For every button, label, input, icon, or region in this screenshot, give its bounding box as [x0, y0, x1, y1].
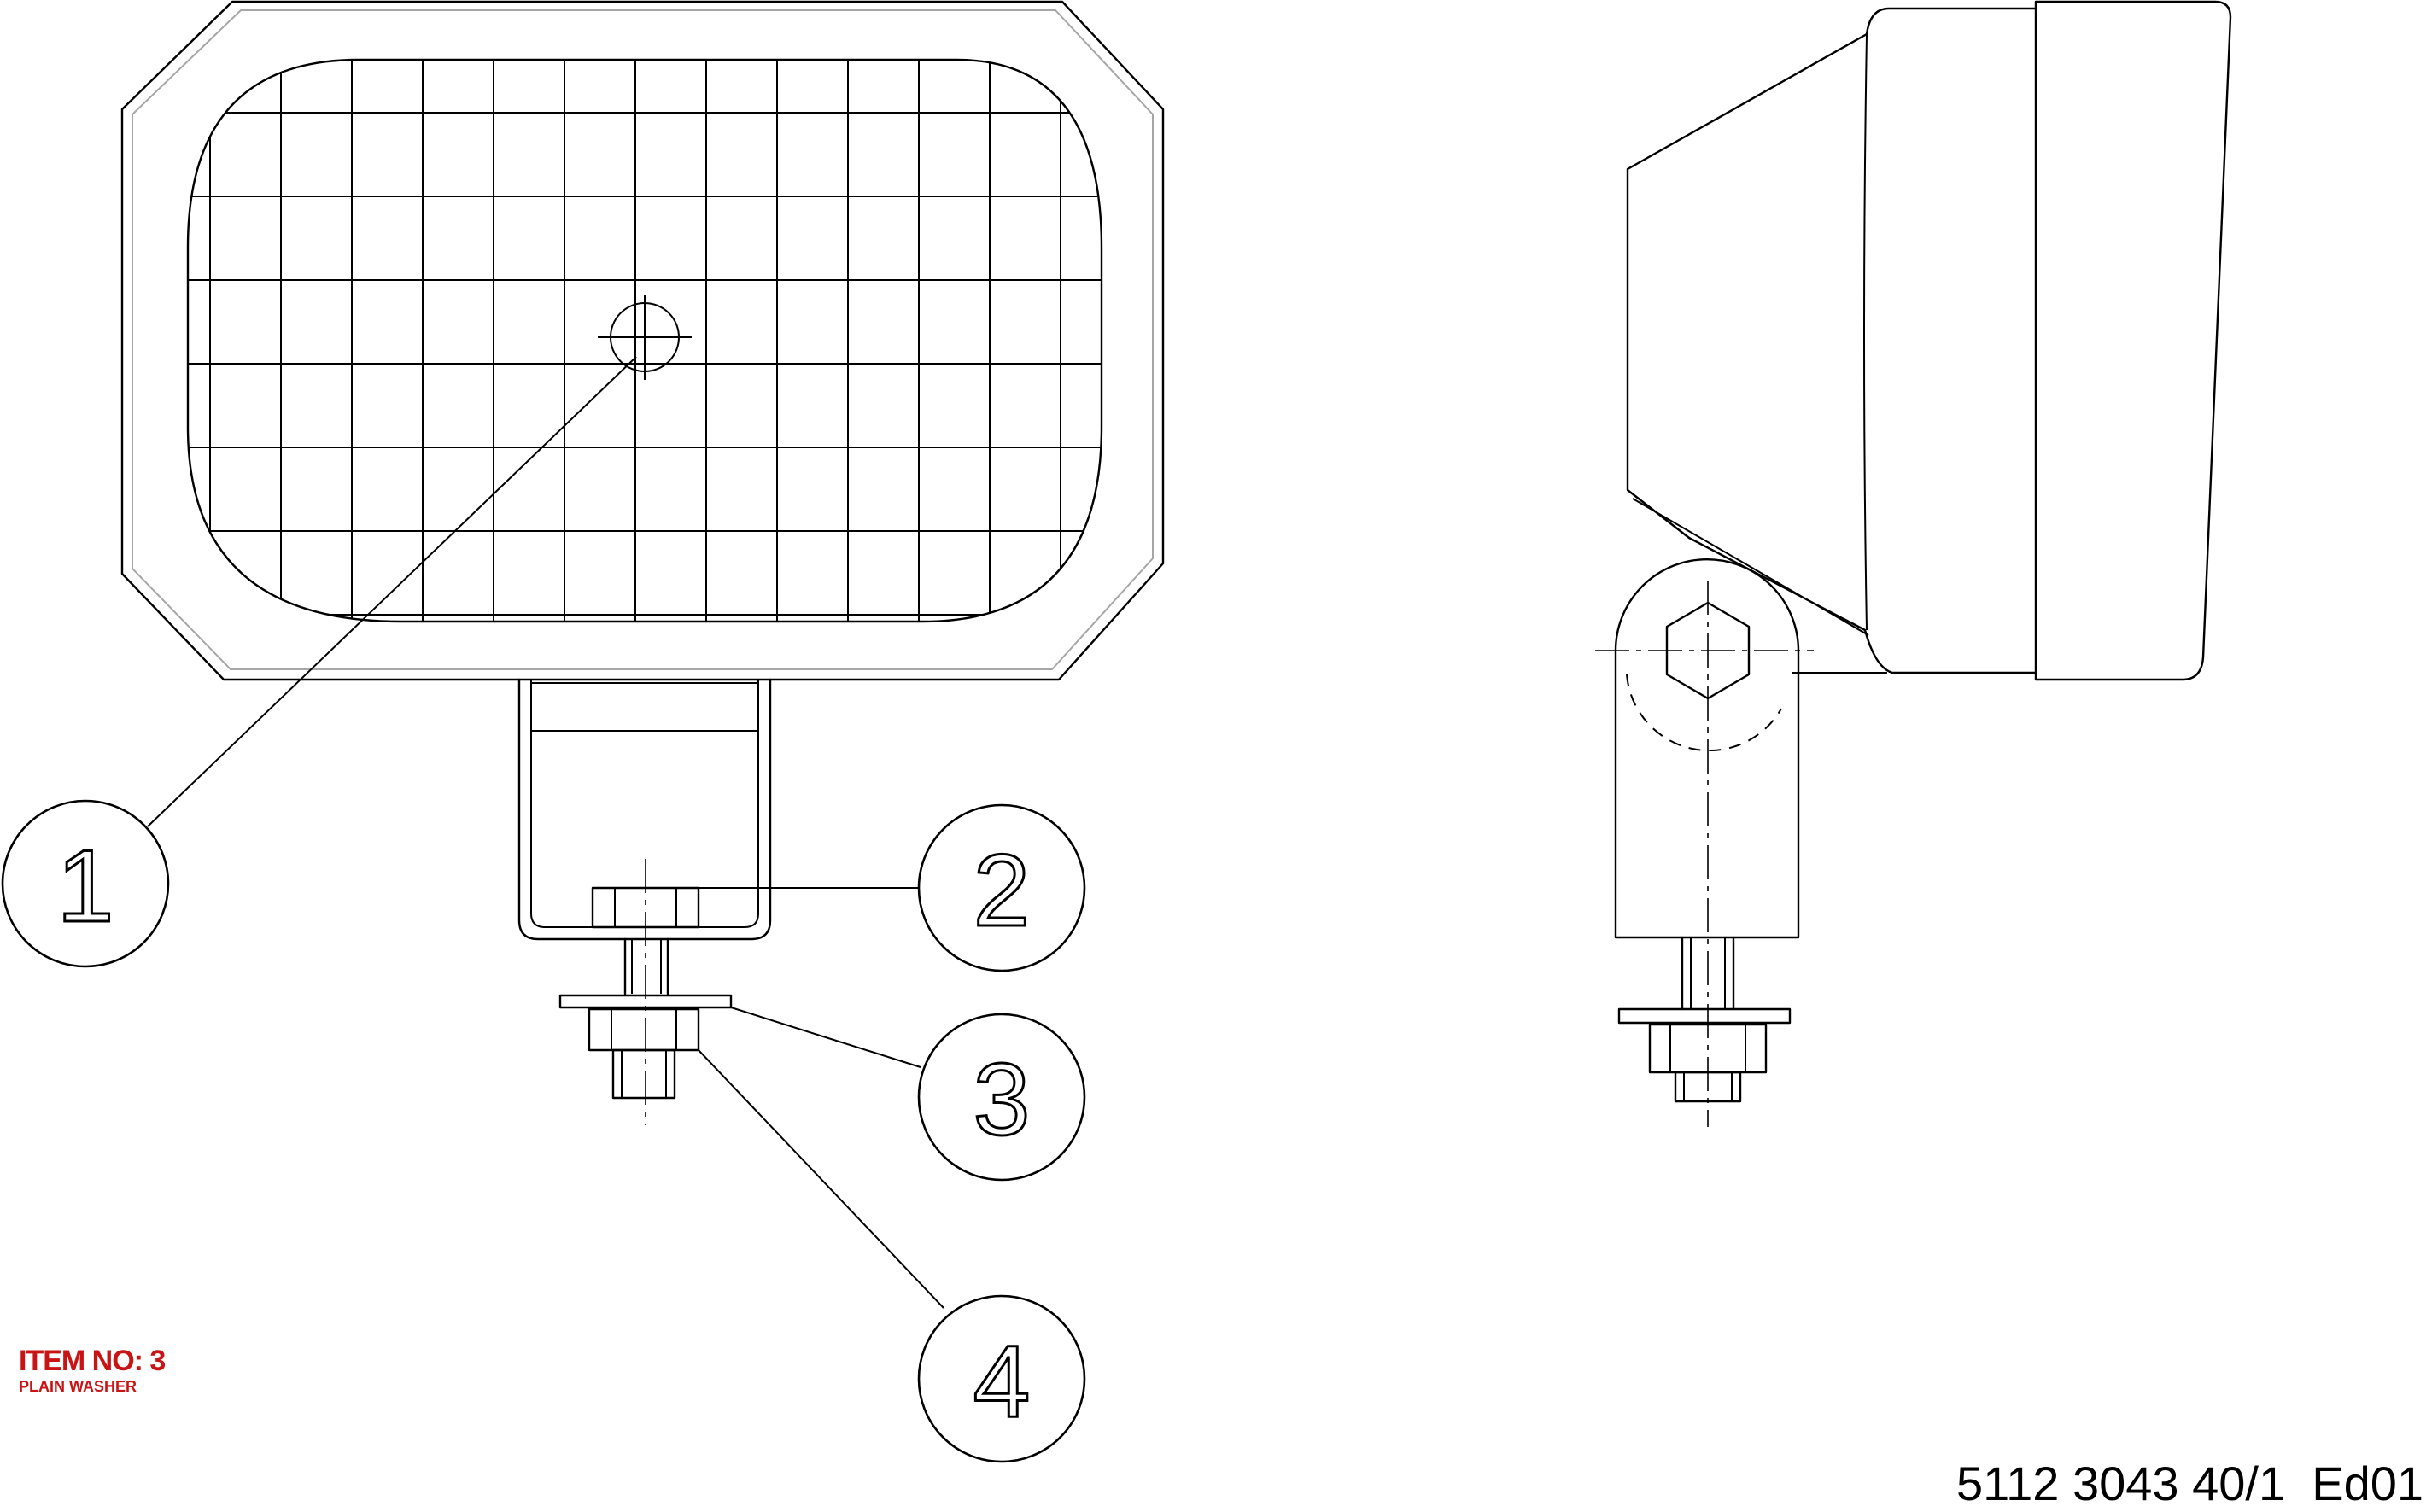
lamp-bezel-side: [2034, 0, 2232, 681]
callout-1: 1: [1, 799, 170, 968]
callout-4-number: 4: [973, 1324, 1031, 1439]
document-number: 5112 3043 40/1 Ed01: [1956, 1457, 2423, 1510]
highlighted-item-description: PLAIN WASHER: [19, 1378, 137, 1395]
callout-1-number: 1: [57, 829, 114, 943]
callout-2: 2: [917, 803, 1086, 972]
mounting-bracket-side: [1614, 558, 1887, 939]
lamp-centre-symbol: [598, 295, 692, 380]
callout-2-number: 2: [973, 833, 1031, 948]
pivot-bolt-head: [1595, 581, 1814, 1127]
mounting-bracket-front: [517, 678, 772, 941]
highlighted-item-label: ITEM NO: 3: [19, 1345, 166, 1377]
front-view: 1 2 3 4: [1, 0, 1165, 1463]
nut-side: [1648, 1023, 1768, 1103]
lamp-body-side: [1626, 7, 2037, 674]
bolt-shank-side: [1681, 936, 1735, 1011]
callout-3: 3: [917, 1013, 1086, 1182]
lamp-housing-front: [120, 0, 1165, 681]
callout-4: 4: [917, 1294, 1086, 1463]
lens-window: [186, 58, 1103, 623]
side-view: [1595, 0, 2232, 1127]
nut-bottom: [588, 1007, 700, 1100]
bolt-shank: [623, 937, 669, 995]
plain-washer-side: [1617, 1007, 1792, 1025]
leader-lines: [147, 356, 944, 1309]
callout-3-number: 3: [973, 1042, 1031, 1157]
